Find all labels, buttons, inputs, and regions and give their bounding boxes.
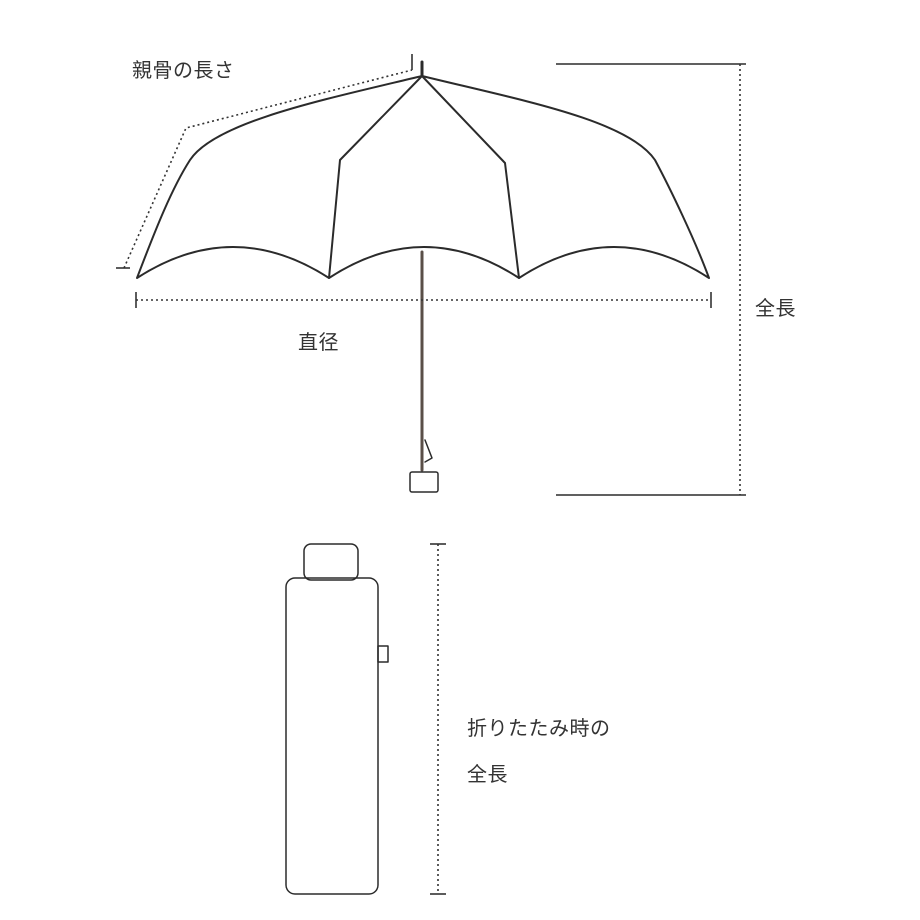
- open-umbrella-handle: [409, 471, 439, 493]
- folded-umbrella-clip: [377, 645, 389, 663]
- folded-length-label-line1: 折りたたみ時の: [467, 716, 611, 740]
- open-umbrella-panel-ribs: [328, 75, 520, 279]
- folded-umbrella-body: [285, 577, 379, 895]
- open-umbrella-strap: [424, 439, 433, 463]
- total-length-label: 全長: [755, 296, 796, 320]
- folded-length-label-line2: 全長: [467, 762, 508, 786]
- open-umbrella-canopy: [136, 75, 710, 279]
- rib-length-label: 親骨の長さ: [132, 58, 235, 82]
- rib-length-dimension-line: [123, 69, 413, 269]
- folded-umbrella-cap: [303, 543, 359, 581]
- diameter-label: 直径: [298, 330, 339, 354]
